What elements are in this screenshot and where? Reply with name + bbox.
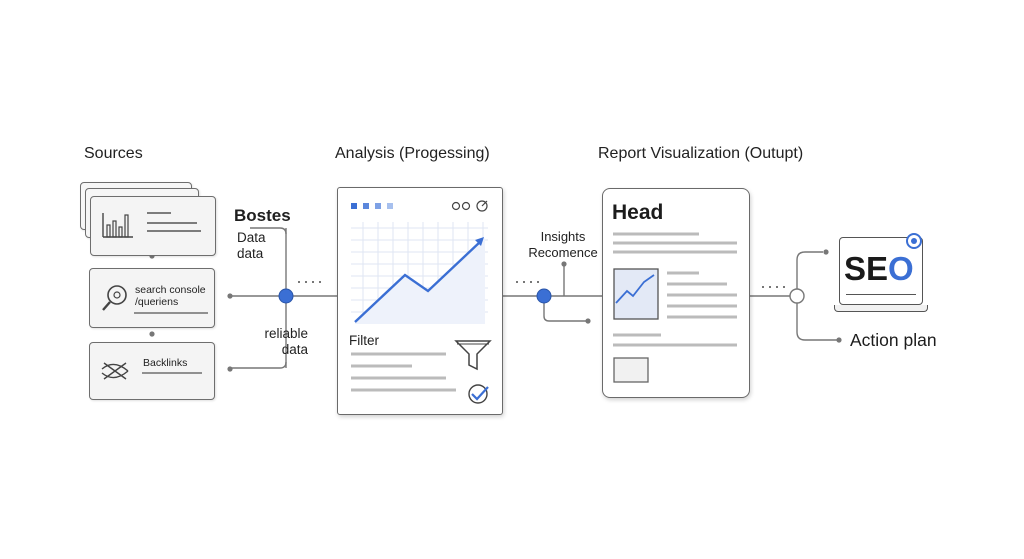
analysis-panel: Filter xyxy=(337,187,503,415)
bar-chart-icon xyxy=(102,212,201,238)
analysis-chart xyxy=(351,200,492,404)
report-content xyxy=(613,232,737,383)
laptop-base xyxy=(834,305,928,312)
seo-prefix: SE xyxy=(844,250,889,287)
magnifier-icon xyxy=(102,285,208,314)
laptop-screen: SEO xyxy=(839,237,923,305)
filter-label: Filter xyxy=(349,333,379,348)
column-title-sources: Sources xyxy=(84,145,143,162)
status-ring-icon xyxy=(906,233,922,249)
sources-heading: Bostes xyxy=(234,206,291,225)
reliable-data-label: reliable data xyxy=(264,326,308,357)
search-console-label: search console /queriens xyxy=(135,284,206,308)
seo-underline xyxy=(846,294,916,296)
report-head: Head xyxy=(612,201,664,224)
column-title-report: Report Visualization (Outupt) xyxy=(598,145,804,162)
source-card-search-console: search console /queriens xyxy=(89,268,215,328)
data-label: Data data xyxy=(237,230,266,261)
seo-o: O xyxy=(888,250,914,287)
report-panel: Head xyxy=(602,188,750,398)
source-card-chart xyxy=(90,196,216,256)
seo-text: SEO xyxy=(844,250,914,288)
backlinks-label: Backlinks xyxy=(143,357,188,369)
column-title-analysis: Analysis (Progessing) xyxy=(335,145,490,162)
insights-label: Insights Recomence xyxy=(528,229,598,260)
action-plan-label: Action plan xyxy=(850,330,937,350)
link-icon xyxy=(101,362,202,380)
source-card-backlinks: Backlinks xyxy=(89,342,215,400)
